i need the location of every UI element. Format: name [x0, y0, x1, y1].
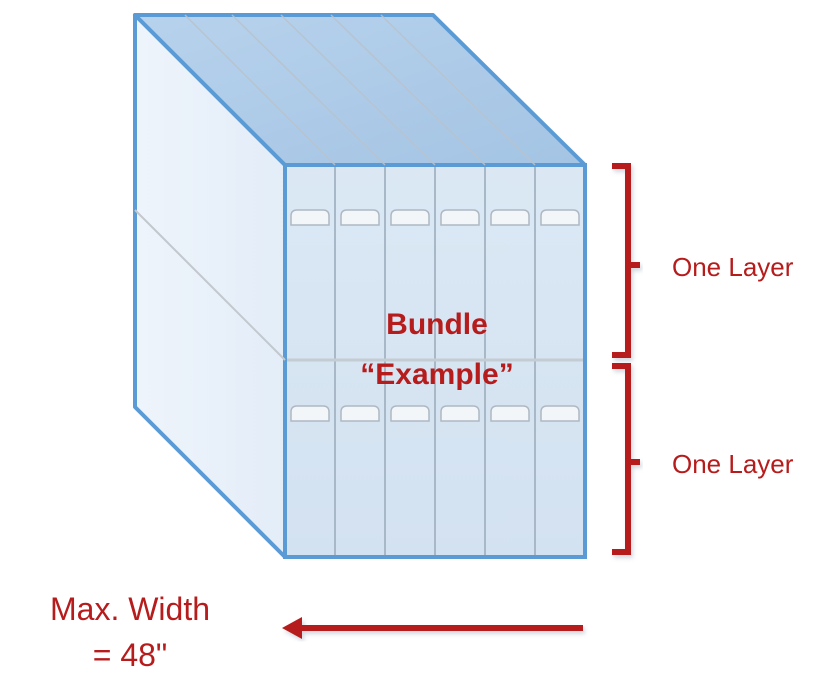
bottom-layer-handles	[290, 405, 580, 422]
layer-bracket-bottom	[612, 363, 640, 555]
top-layer-handles	[290, 209, 580, 226]
layer-bracket-top	[612, 163, 640, 358]
bundle-title-line2: “Example”	[360, 358, 513, 391]
top-face-stripes	[184, 14, 536, 166]
side-layer-divider	[134, 209, 286, 361]
layer-label-bottom: One Layer	[672, 449, 794, 479]
width-note-line2: = 48"	[93, 637, 168, 673]
layer-label-top: One Layer	[672, 252, 794, 282]
width-arrow	[282, 617, 583, 639]
bundle-title-line1: Bundle	[386, 308, 488, 341]
width-note-line1: Max. Width	[50, 591, 210, 627]
bundle-box: Bundle “Example”	[133, 13, 587, 559]
